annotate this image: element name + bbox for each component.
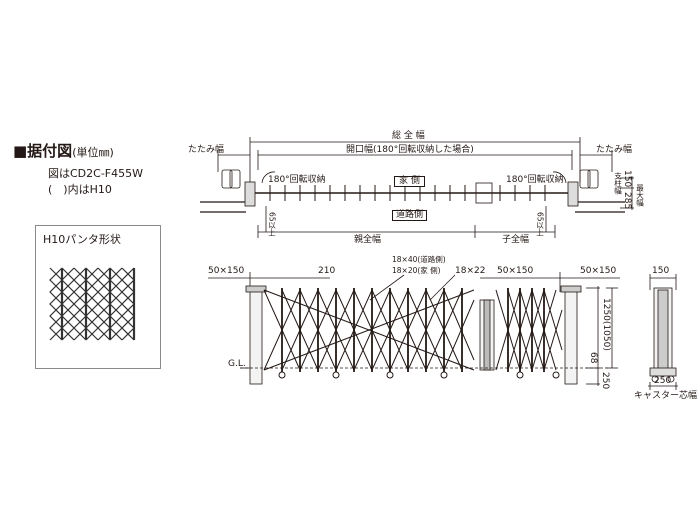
dim-68: 68: [588, 352, 598, 364]
side-view: [648, 274, 678, 390]
fold-width-left-label: たたみ幅: [188, 145, 225, 155]
model-note: 図はCD2C-F455W: [48, 167, 143, 180]
parent-total-label: 親全幅: [354, 235, 382, 245]
child-total-label: 子全幅: [502, 235, 530, 245]
h10-note: ( )内はH10: [48, 183, 112, 196]
max-width-label: 最大幅: [635, 184, 645, 207]
dim-18x22: 18×22: [455, 266, 486, 276]
road-side-label: 道路側: [392, 210, 428, 221]
max-width-value: 285: [622, 192, 632, 210]
fold-width-right-label: たたみ幅: [596, 145, 633, 155]
plan-view: [200, 137, 634, 238]
unit-text: (単位㎜): [72, 146, 114, 159]
title-text: ■据付図: [13, 142, 73, 160]
dim-18x20: 18×20(家 側): [392, 266, 441, 275]
height-label: 1250(1050): [601, 298, 611, 351]
h10-pantograph-inset: H10パンタ形状: [35, 225, 161, 369]
caster-width-label: キャスター芯幅: [634, 391, 698, 401]
dim-50x150-left: 50×150: [208, 266, 245, 276]
dim-18x40: 18×40(道路側): [392, 255, 446, 264]
post-width-label: 支柱幅: [613, 172, 623, 195]
drawing-title: ■据付図(単位㎜): [13, 144, 114, 159]
post-width-value: 150: [622, 170, 632, 188]
rotate-left-label: 180°回転収納: [268, 175, 326, 185]
opening-width-label: 開口幅(180°回転収納した場合): [346, 145, 474, 155]
h10-pantograph-shape: [49, 267, 136, 341]
dim-50x150-mid: 50×150: [497, 266, 534, 276]
inset-title: H10パンタ形状: [43, 233, 121, 246]
ground-level-label: G.L.: [228, 359, 246, 369]
elevation-view: [208, 272, 620, 386]
dim-250-elevation: 250: [600, 372, 610, 390]
min-left-label: 65以上: [267, 212, 277, 237]
house-side-label: 家 側: [394, 176, 425, 187]
side-dim-250: 250: [654, 376, 672, 386]
dim-210: 210: [318, 266, 336, 276]
min-right-label: 65以上: [535, 212, 545, 237]
rotate-right-label: 180°回転収納: [506, 175, 564, 185]
total-width-label: 総 全 幅: [392, 131, 425, 141]
dim-50x150-right: 50×150: [580, 266, 617, 276]
side-dim-150: 150: [652, 266, 670, 276]
